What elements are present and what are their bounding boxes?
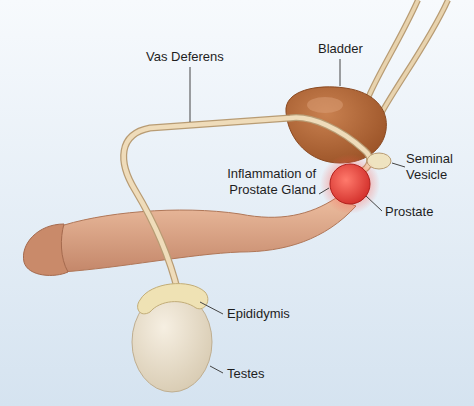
ureter bbox=[382, 0, 448, 112]
ureter bbox=[382, 0, 448, 112]
leader-line bbox=[210, 366, 223, 373]
leader-line bbox=[200, 302, 223, 314]
epididymis bbox=[138, 284, 208, 314]
leader-line bbox=[340, 59, 341, 86]
part-label: Bladder bbox=[318, 41, 363, 57]
penis-shaft bbox=[55, 198, 356, 272]
bladder-highlight bbox=[307, 97, 343, 113]
glans bbox=[23, 224, 68, 275]
leader-line bbox=[319, 188, 329, 194]
ureter bbox=[368, 0, 418, 98]
bladder bbox=[286, 87, 386, 163]
part-label: Epididymis bbox=[227, 306, 290, 322]
ureter bbox=[368, 0, 418, 98]
inflammation-glow bbox=[320, 154, 380, 214]
leader-line bbox=[392, 163, 405, 167]
leader-line bbox=[366, 196, 382, 211]
part-label: Seminal Vesicle bbox=[406, 151, 470, 183]
part-label: Testes bbox=[227, 366, 265, 382]
part-label: Vas Deferens bbox=[146, 49, 224, 65]
prostate bbox=[330, 164, 370, 204]
leader-line bbox=[190, 67, 191, 122]
part-label: Prostate bbox=[385, 204, 433, 220]
part-label: Inflammation of Prostate Gland bbox=[206, 166, 316, 198]
